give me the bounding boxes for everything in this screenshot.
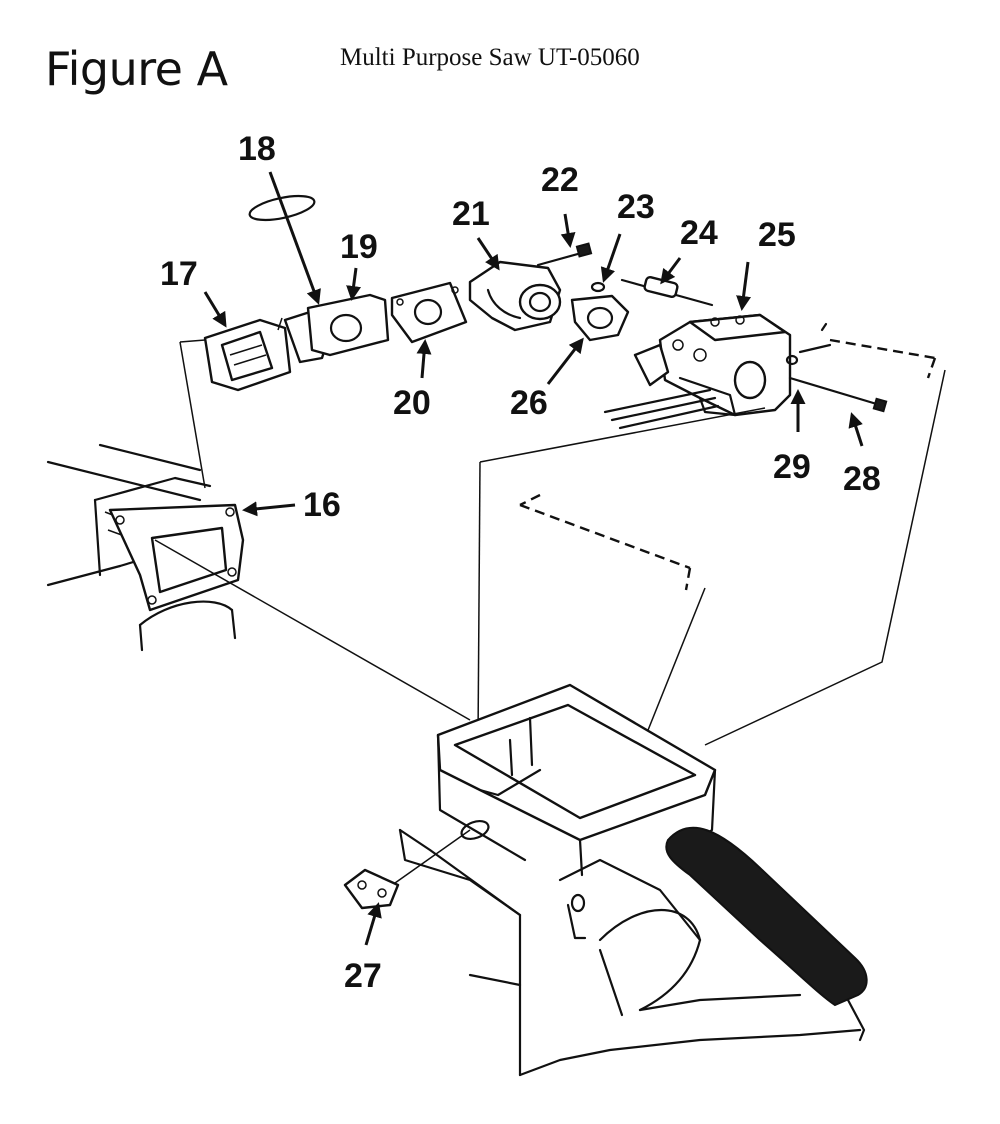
part-28-29-screw: [785, 322, 888, 413]
callout-18: 18: [238, 130, 276, 168]
part-23-washer: [590, 281, 606, 293]
part-16-gasket: [108, 503, 245, 652]
callout-24: 24: [680, 214, 718, 252]
mounting-studs: [603, 388, 720, 430]
callout-21: 21: [452, 195, 490, 233]
callout-20: 20: [393, 384, 431, 422]
callout-19: 19: [340, 228, 378, 266]
callout-26: 26: [510, 384, 548, 422]
callout-labels: 16 17 18 19 20 21 22 23 24 25 26 27 28 2…: [160, 130, 881, 995]
part-20-gasket: [390, 281, 468, 344]
callout-17: 17: [160, 255, 198, 293]
callout-22: 22: [541, 161, 579, 199]
part-19-plate: [283, 293, 390, 364]
callout-27: 27: [344, 957, 382, 995]
engine-housing: [398, 683, 866, 1077]
part-26-gasket: [570, 294, 630, 342]
callout-29: 29: [773, 448, 811, 486]
callout-25: 25: [758, 216, 796, 254]
callout-16: 16: [303, 486, 341, 524]
callout-23: 23: [617, 188, 655, 226]
part-22-screw: [536, 242, 593, 267]
part-24-fitting: [620, 275, 714, 307]
part-17-flange: [203, 318, 292, 392]
callout-arrows: [203, 171, 864, 946]
dashed-reference-lines: [519, 338, 937, 591]
part-21-adapter: [468, 260, 562, 332]
front-handle-grip: [665, 826, 868, 1007]
part-27-plate: [343, 829, 471, 910]
figure-label: Figure A: [45, 42, 228, 96]
callout-28: 28: [843, 460, 881, 498]
part-25-carburetor: [633, 313, 792, 417]
diagram-title: Multi Purpose Saw UT-05060: [340, 44, 640, 71]
